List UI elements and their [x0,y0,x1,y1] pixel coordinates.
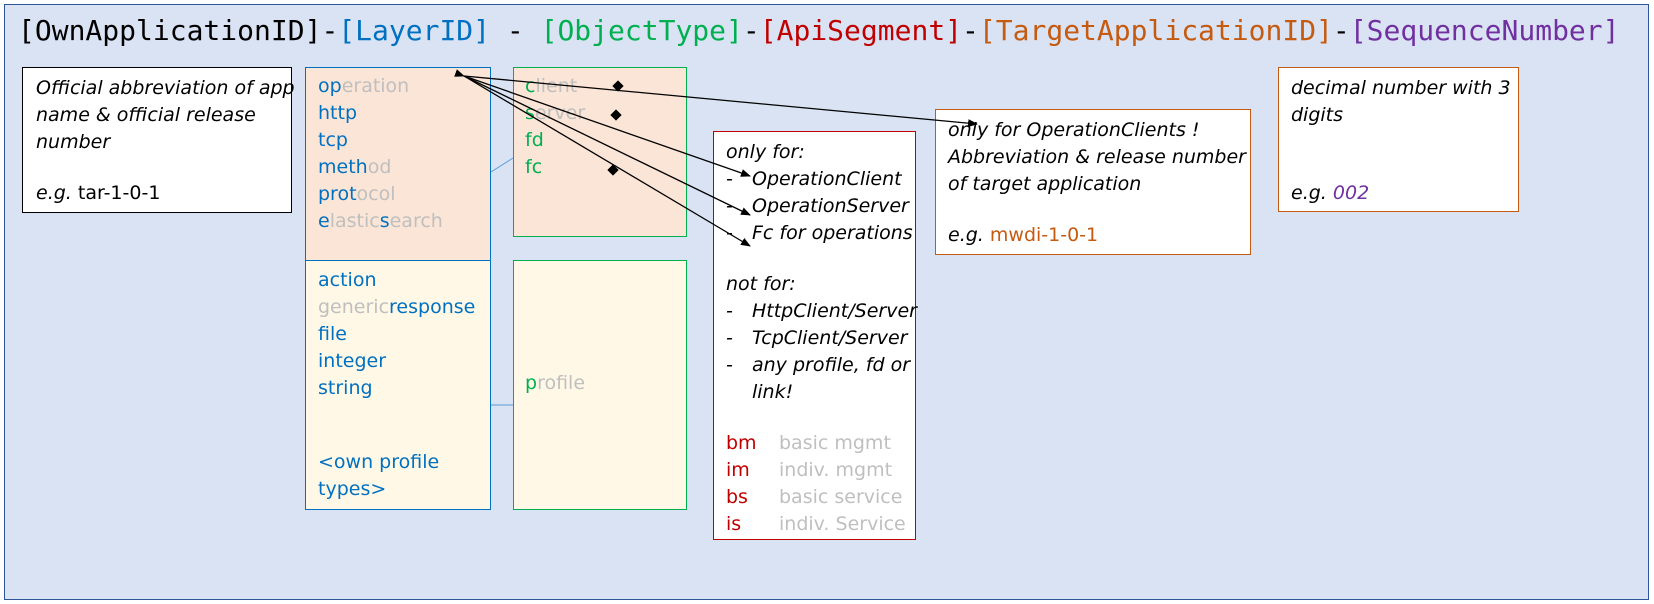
target-application-box: only for OperationClients ! Abbreviation… [935,109,1251,255]
title-api-segment: [ApiSegment] [759,14,963,47]
api-not-for-item: -TcpClient/Server [726,327,908,349]
title-separator: - [490,14,541,47]
layer-item: protocol [318,183,396,205]
objecttype-profile-box: profile [513,260,687,510]
own-example-value: tar-1-0-1 [77,182,161,204]
layer-item: operation [318,75,410,97]
op-to-operation-server-arrow [463,75,751,216]
own-description-line: Official abbreviation of app [36,77,295,99]
api-only-for-item: -Fc for operations [726,222,913,244]
title-separator: - [321,14,339,47]
layer-own-profile-types: <own profile types> [318,451,440,500]
own-application-box: Official abbreviation of app name & offi… [22,67,295,213]
target-description-line: of target application [948,173,1142,195]
own-description-line: number [36,131,111,153]
server-diamond [610,109,622,121]
layer-item: file [318,323,347,345]
title-object-type: [ObjectType] [540,14,743,47]
naming-pattern-title: [OwnApplicationID]-[LayerID] - [ObjectTy… [18,14,1620,47]
layer-item: tcp [318,129,348,151]
layer-profile-list: action genericresponse file integer stri… [318,267,475,402]
seq-example-value: 002 [1332,182,1370,204]
title-separator: - [1332,14,1350,47]
api-not-for-item: -HttpClient/Server [726,300,917,322]
layer-item: http [318,102,358,124]
seq-description-line: digits [1291,104,1344,126]
op-to-fc-arrow [463,75,751,247]
op-to-operation-client-arrow [454,69,751,177]
title-target-application-id: [TargetApplicationID] [978,14,1333,47]
title-own-application-id: [OwnApplicationID] [18,14,322,47]
apisegment-box: only for: -OperationClient -OperationSer… [713,131,917,540]
target-description-line: only for OperationClients ! [948,119,1200,141]
target-example: e.g. mwdi-1-0-1 [948,224,1099,246]
seq-description-line: decimal number with 3 [1291,77,1511,99]
layer-item: genericresponse [318,296,476,318]
layer-item: integer [318,350,387,372]
fc-diamond [607,164,619,176]
api-not-for-heading: not for: [726,273,796,295]
layer-item: action [318,269,377,291]
title-separator: - [742,14,760,47]
seq-example: e.g. 002 [1291,182,1370,204]
api-only-for-item: -OperationClient [726,168,902,190]
api-not-for-item: -any profile, fd or [726,354,911,376]
objecttype-item: profile [525,372,586,394]
layer-operation-list: operation http tcp method protocol elast… [318,73,443,235]
op-to-target-arrow [463,75,978,128]
layer-item: elasticsearch [318,210,443,232]
api-not-for-item: link! [752,381,794,403]
own-example: e.g. tar-1-0-1 [36,180,291,207]
layer-objecttype-connector [490,157,514,173]
api-only-for-item: -OperationServer [726,195,909,217]
layer-item: string [318,377,373,399]
target-description-line: Abbreviation & release number [948,146,1246,168]
title-layer-id: [LayerID] [338,14,491,47]
own-example-prefix: e.g. [36,182,72,204]
sequence-number-box: decimal number with 3 digits e.g. 002 [1278,67,1519,212]
title-separator: - [962,14,979,47]
layer-item: method [318,156,392,178]
own-description-line: name & official release [36,104,256,126]
title-sequence-number: [SequenceNumber] [1349,14,1620,47]
target-example-value: mwdi-1-0-1 [989,224,1099,246]
